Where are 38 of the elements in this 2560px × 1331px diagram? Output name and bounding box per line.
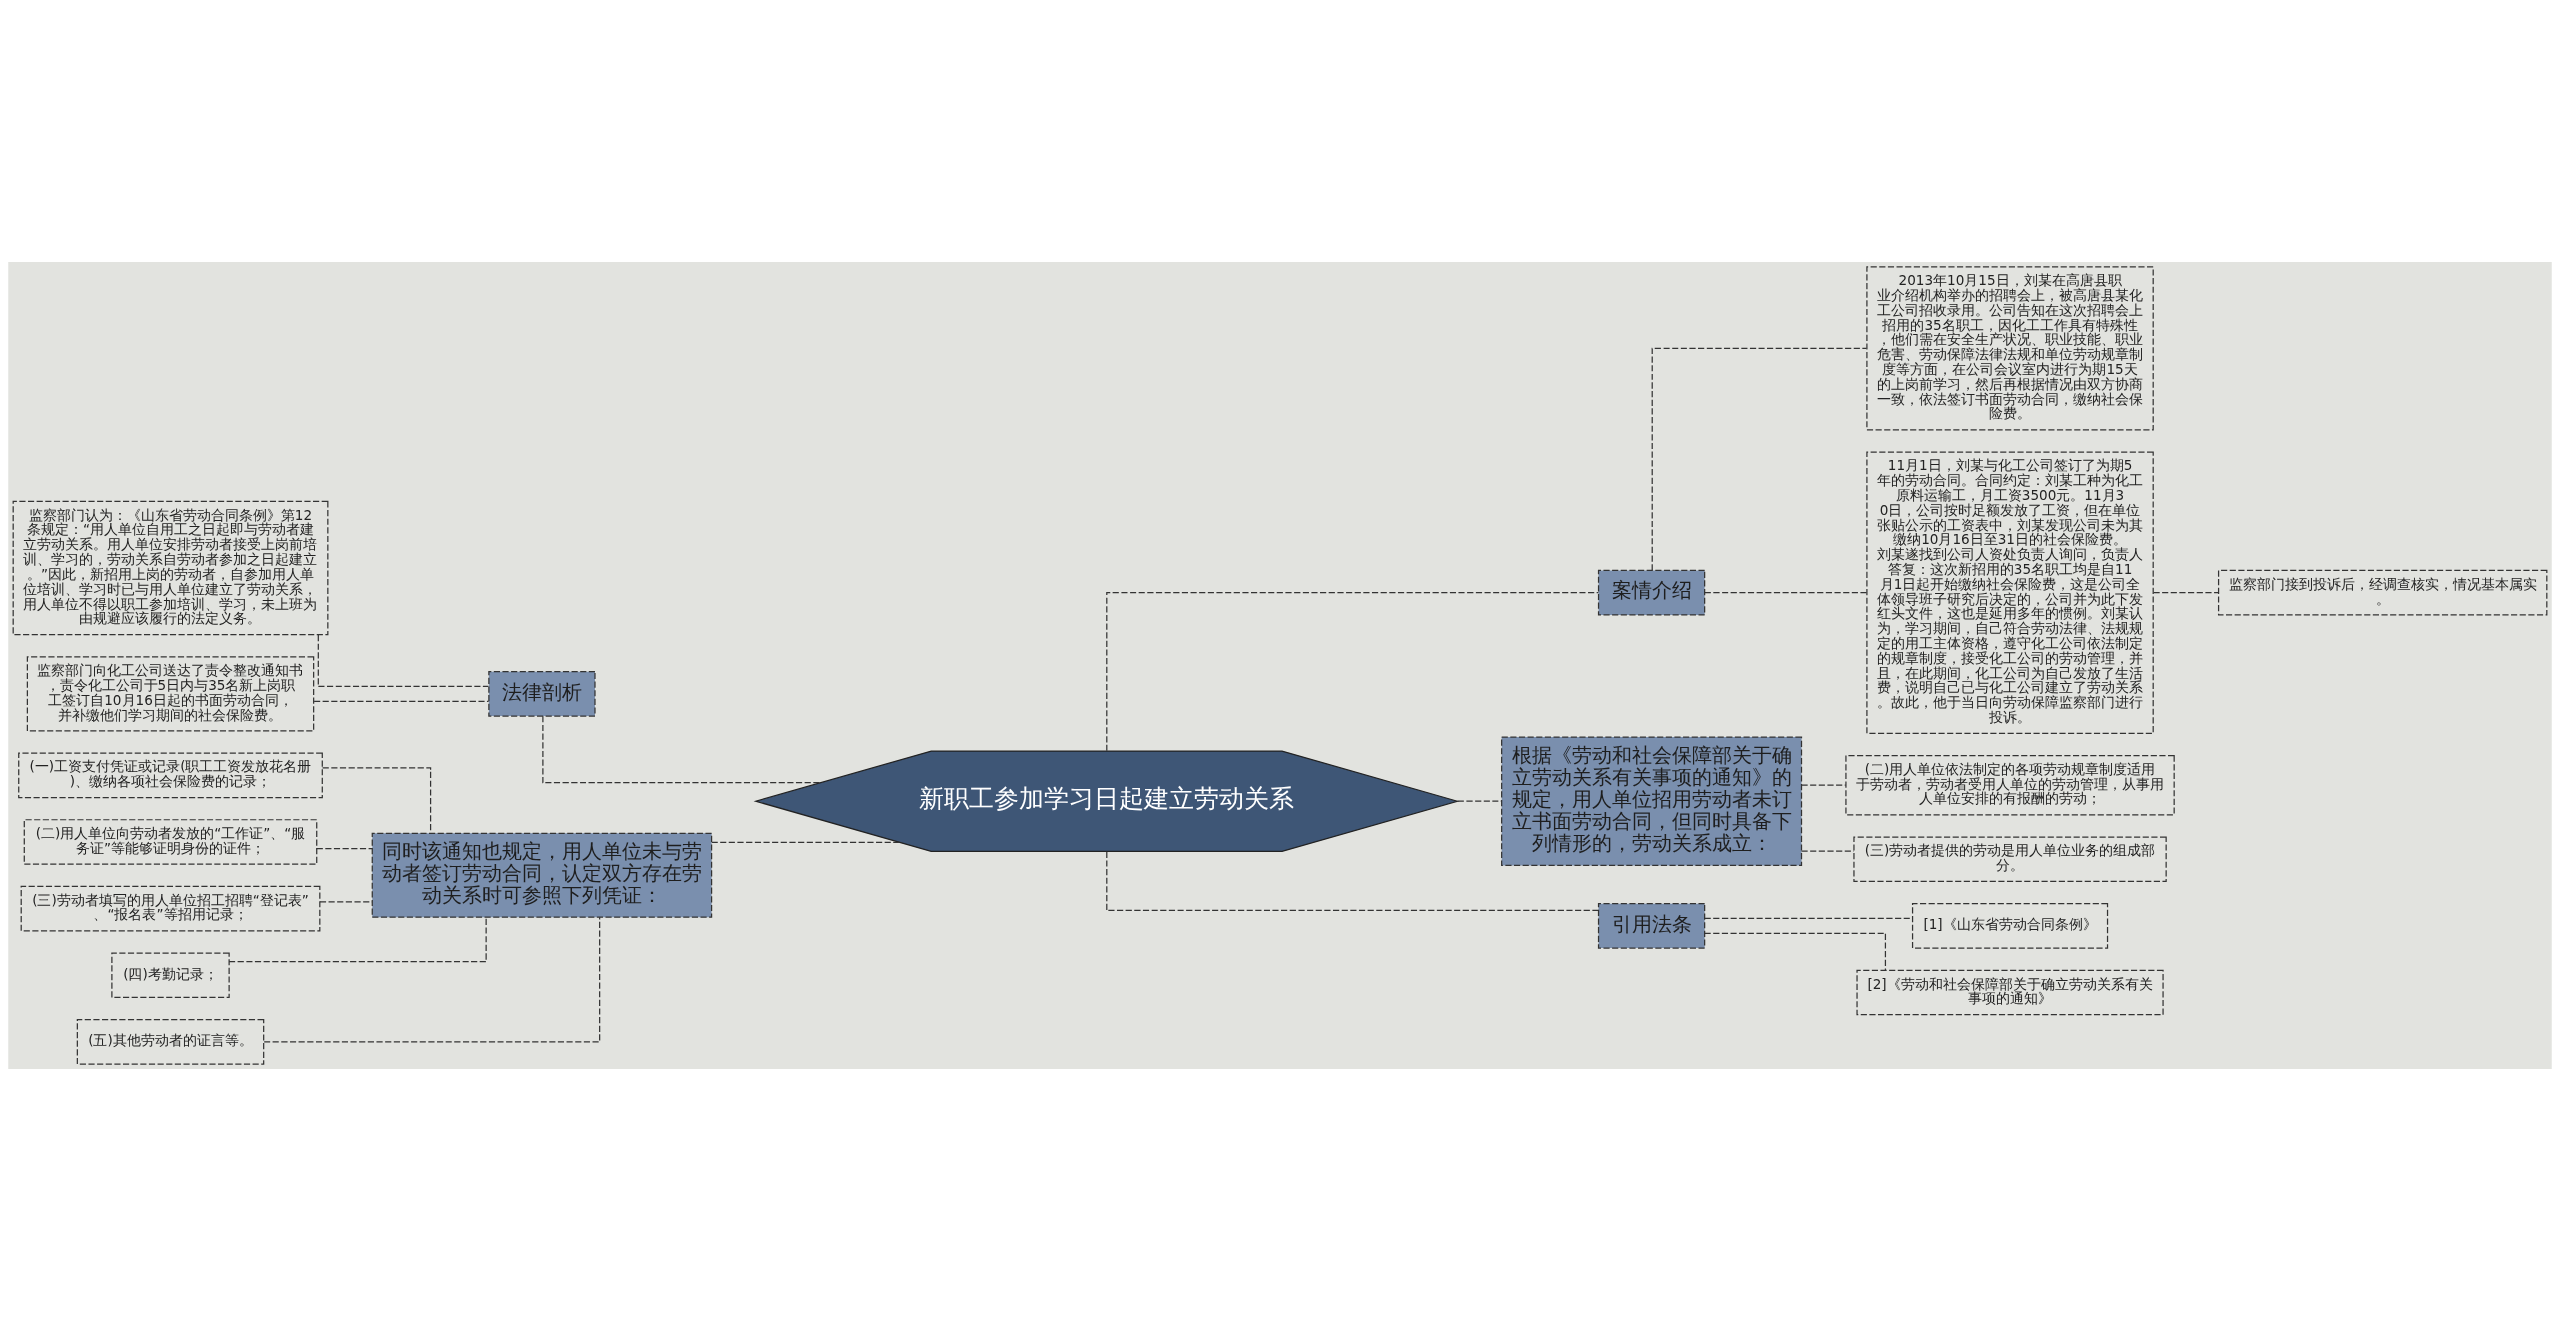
connector [1800, 784, 1847, 786]
node-box: 2013年10月15日，刘某在高唐县职业介绍机构举办的招聘会上，被高唐县某化工公司招收录用。公司告知在这次招聘会上招用的35名职工，因化工工作具有特殊性，他们需在安全生产状况、职业技能、职业危害、劳动保障法律法规和单位劳动规章制度等方面，在公司会议室内进行为期15天的上岗前学习，然后再根据情况由双方协商一致，依法签订书面劳动合同，缴纳社会保险费。 [1866, 266, 2154, 431]
connector [316, 848, 373, 850]
node-box: (四)考勤记录； [111, 952, 230, 999]
connector [1456, 800, 1503, 802]
connector [319, 901, 373, 903]
node-box: (三)劳动者提供的劳动是用人单位业务的组成部分。 [1853, 836, 2167, 883]
node-box: 案情介绍 [1597, 569, 1706, 616]
node-box: (二)用人单位向劳动者发放的“工作证”、“服务证”等能够证明身份的证件； [23, 819, 318, 865]
node-box: 根据《劳动和社会保障部关于确立劳动关系有关事项的通知》的规定，用人单位招用劳动者未订立书面劳动合同，但同时具备下列情形的，劳动关系成立： [1501, 736, 1803, 866]
node-box: 引用法条 [1597, 903, 1706, 949]
connector [1651, 347, 1868, 571]
node-box: (五)其他劳动者的证言等。 [76, 1019, 265, 1065]
node-box: (一)工资支付凭证或记录(职工工资发放花名册)、缴纳各项社会保险费的记录； [18, 752, 323, 799]
connector [313, 700, 490, 702]
connector [263, 916, 601, 1043]
connector [317, 634, 489, 688]
connector [711, 841, 901, 844]
node-box: 监察部门接到投诉后，经调查核实，情况基本属实。 [2217, 569, 2548, 616]
node-box: 法律剖析 [488, 671, 596, 717]
node-box: [2]《劳动和社会保障部关于确立劳动关系有关事项的通知》 [1856, 969, 2164, 1016]
connector [542, 715, 821, 784]
node-box: (二)用人单位依法制定的各项劳动规章制度适用于劳动者，劳动者受用人单位的劳动管理，从事用人单位安排的有报酬的劳动； [1845, 754, 2175, 816]
connector [1106, 592, 1599, 752]
node-box: 监察部门认为：《山东省劳动合同条例》第12条规定：“用人单位自用工之日起即与劳动者建立劳动关系。用人单位安排劳动者接受上岗前培训、学习的，劳动关系自劳动者参加之日起建立。”因此，新招用上岗的劳动者，自参加用人单位培训、学习时已与用人单位建立了劳动关系，用人单位不得以职工参加培训、学习，未上班为由规避应该履行的法定义务。 [12, 500, 329, 636]
connector [1800, 850, 1855, 852]
node-box: [1]《山东省劳动合同条例》 [1911, 903, 2109, 949]
node-box: 监察部门向化工公司送达了责令整改通知书，责令化工公司于5日内与35名新上岗职工签订自10月16日起的书面劳动合同，并补缴他们学习期间的社会保险费。 [26, 656, 315, 732]
connector [2153, 592, 2220, 594]
connector [1106, 851, 1599, 912]
connector [321, 767, 432, 834]
connector [1704, 917, 1914, 920]
node-box: (三)劳动者填写的用人单位招工招聘“登记表”、“报名表”等招用记录； [20, 885, 321, 932]
connector [1704, 592, 1868, 594]
node-box: 11月1日，刘某与化工公司签订了为期5年的劳动合同。合同约定：刘某工种为化工原料运输工，月工资3500元。11月30日，公司按时足额发放了工资，但在单位张贴公示的工资表中，刘某发现公司未为其缴纳10月16日至31日的社会保险费。刘某遂找到公司人资处负责人询问，负责人答复：这次新招用的35名职工均是自11月1日起开始缴纳社会保险费，这是公司全体领导班子研究后决定的，公司并为此下发红头文件，这也是延用多年的惯例。刘某认为，学习期间，自己符合劳动法律、法规规定的用工主体资格，遵守化工公司依法制定的规章制度，接受化工公司的劳动管理，并且，在此期间，化工公司为自己发放了生活费，说明自己已与化工公司建立了劳动关系。故此，他于当日向劳动保障监察部门进行投诉。 [1866, 451, 2154, 734]
connector [1704, 932, 1887, 971]
connector [228, 916, 487, 963]
node-box: 同时该通知也规定，用人单位未与劳动者签订劳动合同，认定双方存在劳动关系时可参照下列凭证： [371, 832, 713, 918]
